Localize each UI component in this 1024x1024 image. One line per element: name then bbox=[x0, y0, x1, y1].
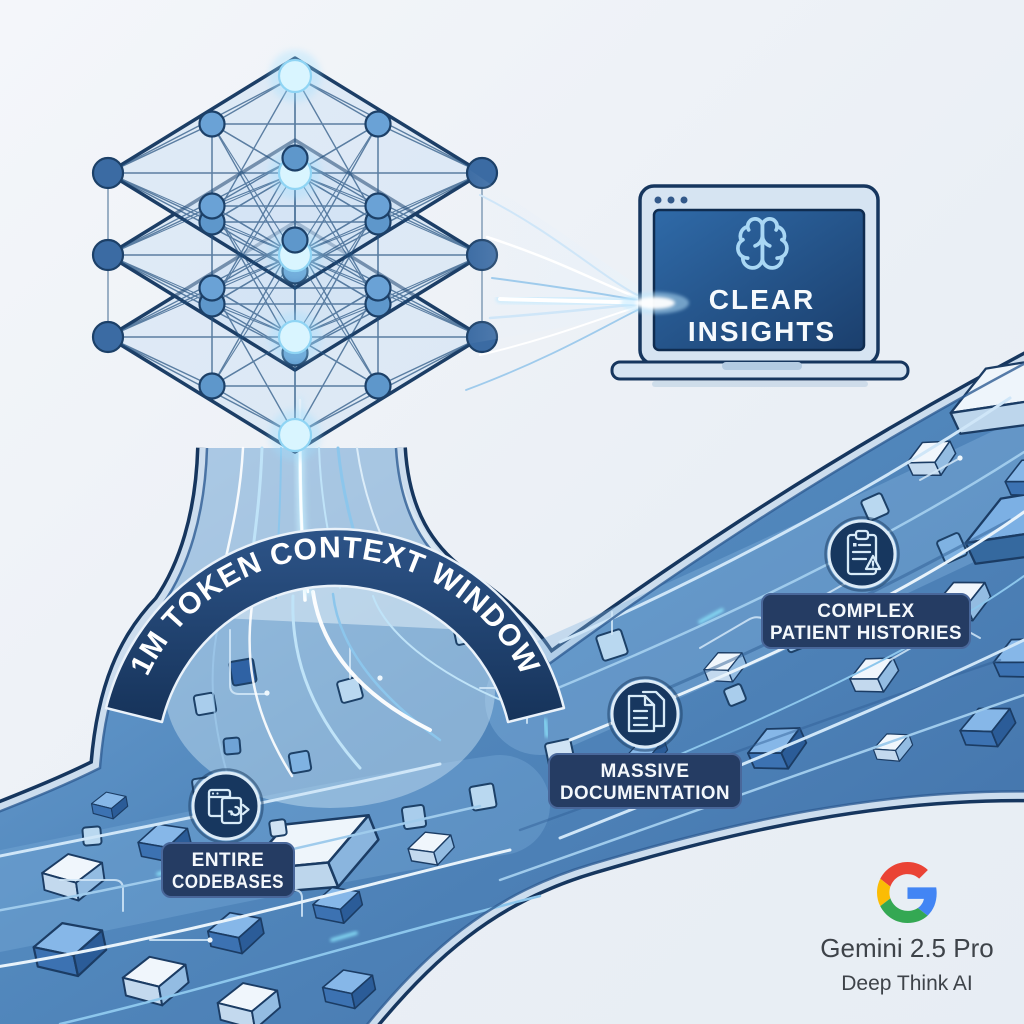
label-entire-codebases: ENTIRE CODEBASES bbox=[161, 768, 295, 898]
brain-icon bbox=[736, 217, 789, 270]
screen-title-line1: CLEAR bbox=[709, 284, 815, 315]
patient-label-line1: COMPLEX bbox=[817, 601, 914, 622]
laptop-base-notch bbox=[722, 362, 802, 370]
label-massive-documentation: MASSIVE DOCUMENTATION bbox=[548, 676, 742, 809]
codebases-label-line2: CODEBASES bbox=[172, 872, 284, 893]
brand-subtitle: Deep Think AI bbox=[841, 972, 973, 995]
documentation-label-line2: DOCUMENTATION bbox=[560, 783, 730, 804]
laptop: CLEAR INSIGHTS bbox=[610, 184, 910, 387]
codebases-label-line1: ENTIRE bbox=[192, 850, 265, 871]
google-g-icon bbox=[877, 862, 937, 923]
band-arc bbox=[104, 527, 566, 724]
document-icon bbox=[627, 690, 666, 733]
screen-title-line2: INSIGHTS bbox=[688, 316, 836, 347]
documentation-label-line1: MASSIVE bbox=[600, 761, 689, 782]
branding: Gemini 2.5 Pro Deep Think AI bbox=[820, 862, 994, 995]
neural-network-stack bbox=[91, 50, 499, 461]
laptop-screen bbox=[652, 208, 866, 352]
patient-label-line2: PATIENT HISTORIES bbox=[770, 623, 962, 644]
clipboard-warning-icon bbox=[846, 529, 882, 576]
insight-beam bbox=[462, 170, 661, 391]
brand-product-name: Gemini 2.5 Pro bbox=[820, 933, 993, 963]
window-dots-icon bbox=[654, 196, 688, 204]
code-window-icon bbox=[207, 788, 250, 825]
label-complex-patient-histories: COMPLEX PATIENT HISTORIES bbox=[761, 516, 971, 649]
